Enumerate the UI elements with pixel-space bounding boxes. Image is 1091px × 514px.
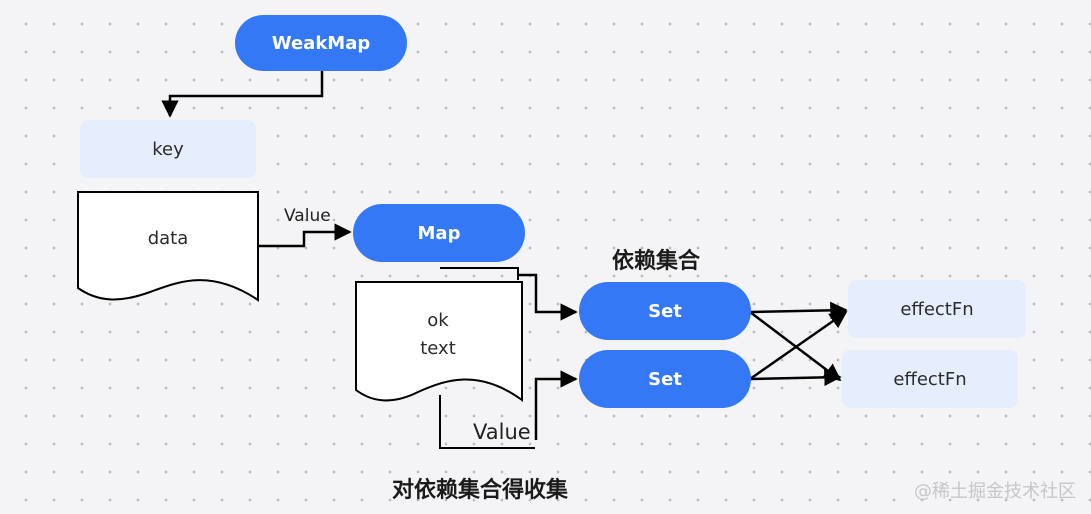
deps-set-title: 依赖集合 [612, 249, 701, 274]
value-label-1: Value [284, 206, 331, 226]
map-node: Map [353, 204, 525, 262]
arrow-data-to-map [258, 223, 352, 248]
key-node: key [80, 120, 256, 178]
ok-label: ok [427, 310, 449, 331]
arrow-ok-to-set-1 [518, 273, 578, 321]
arrow-set-1-to-effect-1 [749, 301, 848, 320]
arrow-set-2-to-effect-1 [749, 310, 848, 381]
ok-document-shape [355, 281, 523, 402]
watermark: @稀土掘金技术社区 [914, 481, 1076, 502]
arrow-value-to-set-2 [534, 370, 578, 440]
weakmap-node: WeakMap [235, 15, 407, 71]
arrow-set-2-to-effect-2 [749, 368, 842, 387]
set-node-1: Set [579, 282, 751, 340]
arrow-weakmap-to-key [161, 70, 324, 118]
effect-fn-node-2: effectFn [842, 350, 1018, 408]
set-node-2: Set [579, 350, 751, 408]
data-document-shape [77, 191, 259, 302]
collect-title: 对依赖集合得收集 [392, 478, 569, 503]
data-node-label: data [147, 228, 189, 249]
effect-fn-node-1: effectFn [848, 280, 1026, 338]
text-label: text [420, 338, 456, 359]
value-label-2: Value [473, 420, 531, 444]
